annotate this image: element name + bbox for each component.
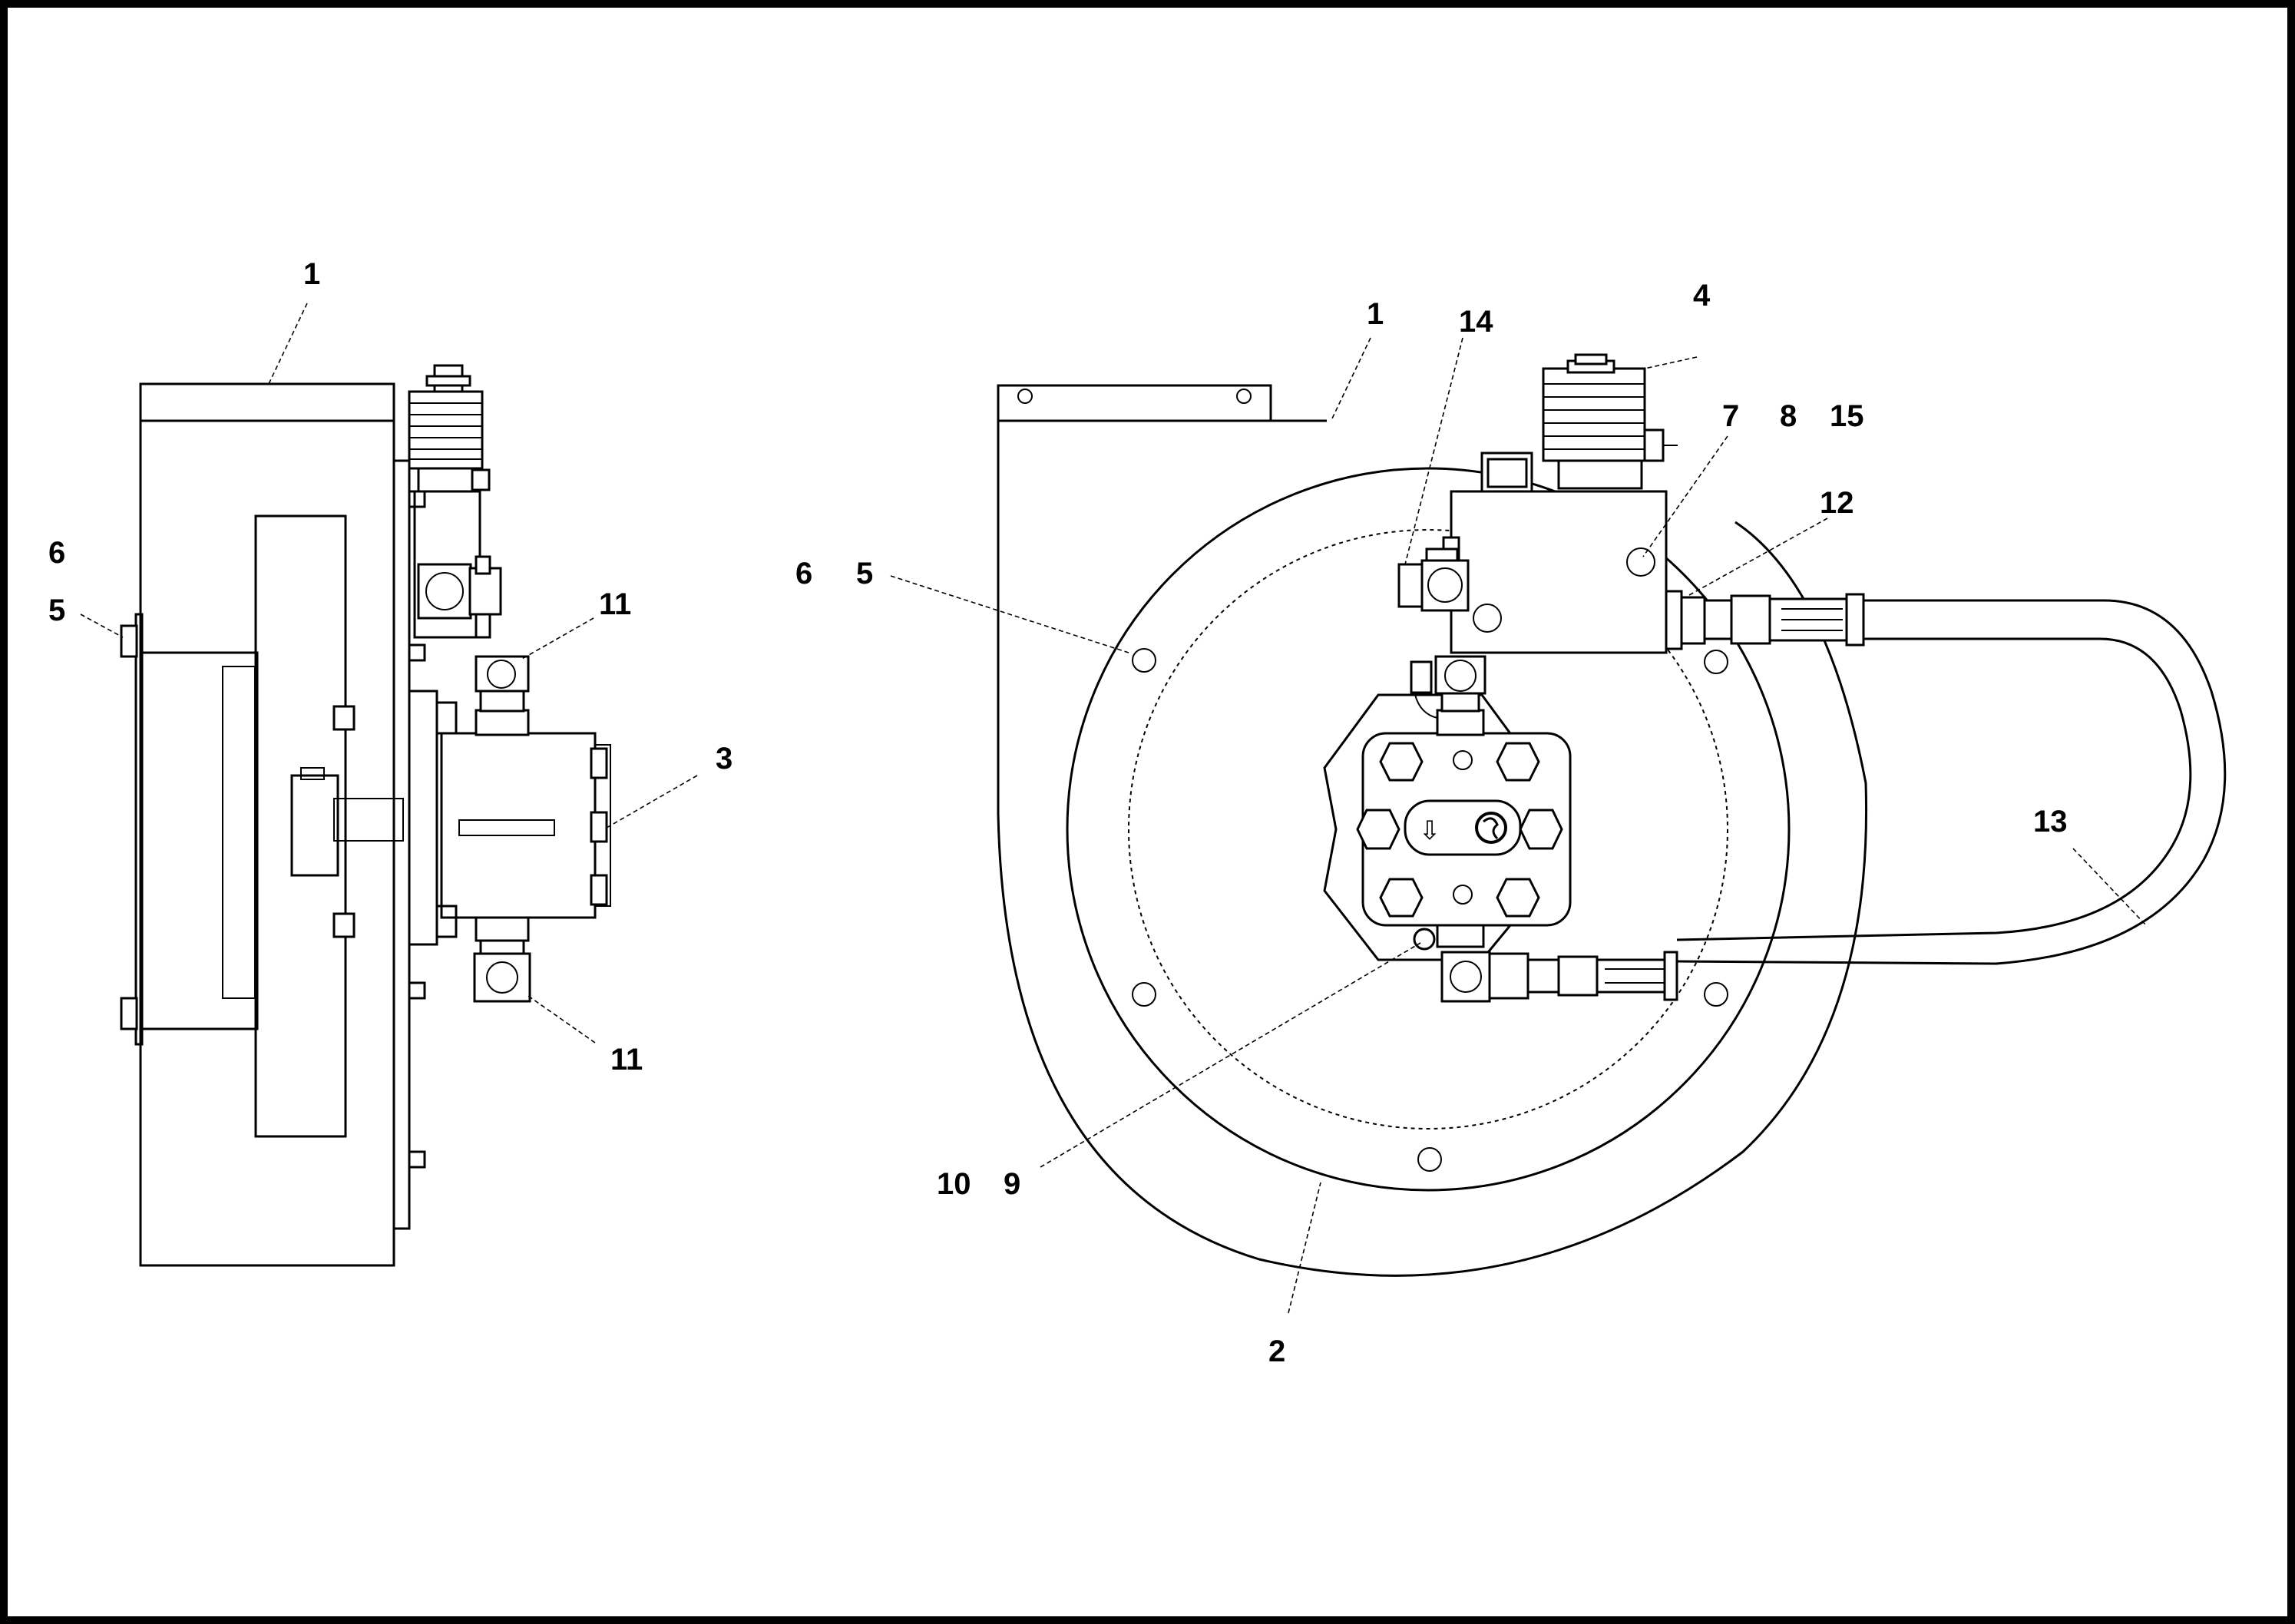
front-valve-block [1450,490,1668,654]
side-label-pump: 3 [716,742,732,776]
front-label-item-8: 8 [1780,399,1797,433]
side-coupling-disc [254,514,347,1138]
side-view-leaders [80,303,698,1044]
side-label-elbow-bottom: 11 [610,1043,643,1077]
side-view [120,364,611,1267]
front-hose [1676,599,2227,965]
side-label-elbow-top: 11 [599,587,631,621]
front-pump-top-elbow [1434,655,1486,695]
pump-logo-icon [1475,812,1507,844]
front-label-flange: 2 [1268,1335,1285,1368]
front-label-adapter: 12 [1820,486,1854,520]
front-label-bolt: 5 [856,557,873,590]
side-pump-body [440,732,597,919]
front-pump-bottom-elbow [1440,951,1491,1003]
side-inner-frame [222,666,256,999]
side-label-nut: 6 [48,536,65,570]
side-shaft-hub [290,774,339,877]
pump-arrow-icon: ⇩ [1419,815,1441,846]
front-label-housing: 1 [1367,297,1384,331]
side-inner-block [141,651,259,1030]
front-label-port-plug: 7 [1722,399,1739,433]
side-elbow-bottom [473,952,531,1003]
front-label-item-9: 9 [1004,1167,1020,1201]
front-label-solenoid: 4 [1693,279,1711,313]
front-label-nut: 6 [795,557,812,590]
front-flange [1066,467,1791,1192]
front-view-labels: 1 14 4 7 8 15 12 6 5 13 10 9 2 [795,279,2068,1368]
front-label-item-15: 15 [1830,399,1864,433]
front-view-leaders [890,337,2147,1314]
front-pump-bolts [1356,742,1563,918]
side-view-labels: 1 6 5 11 3 11 [48,257,732,1077]
front-housing [997,384,1868,1277]
side-flange-plate [392,459,411,1230]
front-label-hose: 13 [2033,805,2068,838]
front-label-fitting: 14 [1459,305,1493,339]
front-view: ⇩ [997,353,2227,1277]
side-label-housing: 1 [303,257,320,291]
side-elbow-top [475,655,530,693]
front-solenoid [1542,367,1646,462]
front-bolt-circle [1128,529,1728,1130]
side-label-bolt: 5 [48,594,65,627]
front-label-item-10: 10 [937,1167,971,1201]
